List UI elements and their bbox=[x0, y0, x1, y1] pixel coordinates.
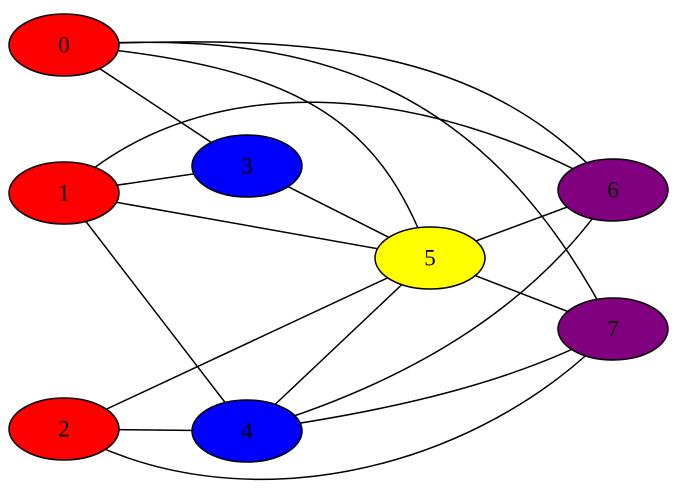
edge-0-7 bbox=[63, 41, 614, 330]
edges-layer bbox=[63, 41, 614, 481]
edge-4-5 bbox=[246, 257, 431, 432]
node-4: 4 bbox=[191, 399, 303, 463]
node-0: 0 bbox=[8, 13, 120, 77]
node-6: 6 bbox=[557, 158, 669, 222]
node-2: 2 bbox=[8, 397, 120, 461]
node-ellipse bbox=[374, 226, 486, 290]
node-ellipse bbox=[8, 397, 120, 461]
node-label: 7 bbox=[607, 317, 619, 342]
nodes-layer: 0 1 2 3 4 5 6 7 bbox=[8, 13, 669, 463]
node-5: 5 bbox=[374, 226, 486, 290]
node-label: 0 bbox=[58, 33, 70, 58]
node-ellipse bbox=[8, 13, 120, 77]
edge-0-6 bbox=[63, 41, 614, 191]
node-3: 3 bbox=[191, 134, 303, 198]
node-ellipse bbox=[557, 158, 669, 222]
edge-4-6 bbox=[246, 189, 614, 432]
edge-1-6 bbox=[63, 101, 614, 194]
edge-2-7 bbox=[63, 328, 614, 481]
node-label: 3 bbox=[241, 154, 253, 179]
node-7: 7 bbox=[557, 297, 669, 361]
node-label: 5 bbox=[424, 246, 436, 271]
node-ellipse bbox=[8, 161, 120, 225]
edge-2-5 bbox=[63, 257, 431, 430]
edge-1-4 bbox=[63, 192, 248, 432]
node-ellipse bbox=[191, 134, 303, 198]
edge-0-5 bbox=[63, 44, 431, 259]
node-label: 1 bbox=[58, 181, 70, 206]
node-label: 2 bbox=[58, 417, 70, 442]
node-label: 6 bbox=[607, 178, 619, 203]
edge-1-5 bbox=[63, 192, 431, 259]
node-ellipse bbox=[191, 399, 303, 463]
node-label: 4 bbox=[241, 419, 253, 444]
node-1: 1 bbox=[8, 161, 120, 225]
node-ellipse bbox=[557, 297, 669, 361]
